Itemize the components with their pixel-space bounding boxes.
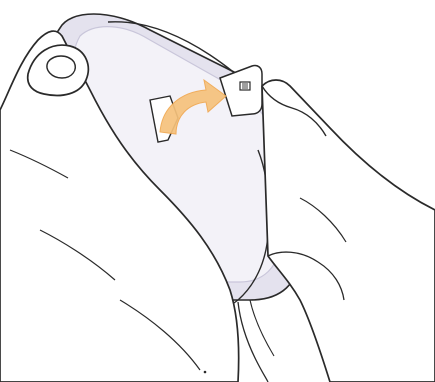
device-cable <box>238 302 268 382</box>
device-cable-2 <box>250 300 274 356</box>
right-hand <box>262 80 435 382</box>
left-thumbnail <box>47 56 75 78</box>
speck <box>204 371 207 374</box>
